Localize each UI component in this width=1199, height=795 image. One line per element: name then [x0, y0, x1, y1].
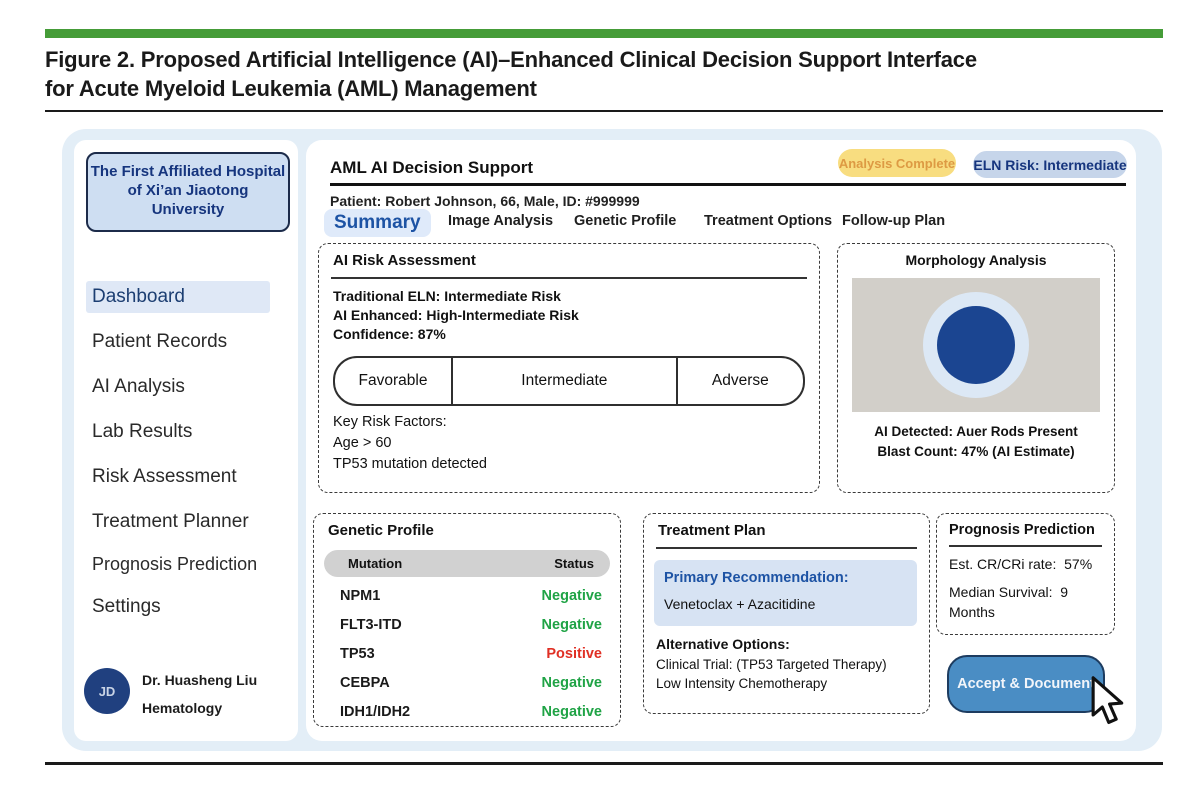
sidebar-item-patient-records[interactable]: Patient Records — [92, 331, 228, 352]
key-risk-factors-label: Key Risk Factors: — [333, 414, 447, 430]
mutation-status: Positive — [546, 646, 602, 662]
alternative-option-low-intensity: Low Intensity Chemotherapy — [656, 676, 828, 691]
sidebar-item-settings[interactable]: Settings — [92, 596, 161, 617]
risk-scale-favorable: Favorable — [358, 372, 428, 389]
treatment-plan-title-rule — [656, 547, 917, 549]
table-row: CEBPA Negative — [314, 675, 620, 704]
mutation-status: Negative — [541, 704, 602, 720]
primary-recommendation-box: Primary Recommendation: Venetoclax + Aza… — [654, 560, 917, 626]
header-divider — [330, 183, 1126, 186]
risk-scale-intermediate: Intermediate — [451, 358, 678, 404]
mutation-status: Negative — [541, 617, 602, 633]
risk-line-ai-enhanced: AI Enhanced: High-Intermediate Risk — [333, 307, 579, 323]
doctor-department: Hematology — [142, 700, 223, 716]
alternative-option-clinical-trial: Clinical Trial: (TP53 Targeted Therapy) — [656, 657, 887, 672]
mutation-name: FLT3-ITD — [340, 617, 402, 633]
sidebar-item-dashboard[interactable]: Dashboard — [86, 281, 270, 313]
cell-image — [852, 278, 1100, 412]
risk-scale-adverse: Adverse — [711, 372, 769, 389]
accept-document-button[interactable]: Accept & Document — [947, 655, 1105, 713]
genetic-profile-title: Genetic Profile — [328, 522, 434, 539]
tab-treatment-options[interactable]: Treatment Options — [704, 213, 833, 229]
sidebar-item-treatment-planner[interactable]: Treatment Planner — [92, 511, 249, 532]
treatment-plan-panel: Treatment Plan Primary Recommendation: V… — [643, 513, 930, 714]
figure-caption-rule — [45, 110, 1163, 112]
prognosis-panel: Prognosis Prediction Est. CR/CRi rate: 5… — [936, 513, 1115, 635]
primary-recommendation-label: Primary Recommendation: — [664, 570, 849, 586]
sidebar-item-risk-assessment[interactable]: Risk Assessment — [92, 466, 237, 487]
column-mutation: Mutation — [348, 556, 403, 571]
genetic-profile-panel: Genetic Profile Mutation Status NPM1 Neg… — [313, 513, 621, 727]
risk-assessment-title: AI Risk Assessment — [333, 252, 476, 269]
morphology-blast-count: Blast Count: 47% (AI Estimate) — [877, 444, 1075, 459]
cell-nucleus-icon — [937, 306, 1015, 384]
hospital-badge: The First Affiliated Hospital of Xi’an J… — [86, 152, 290, 232]
avatar: JD — [84, 668, 130, 714]
doctor-name: Dr. Huasheng Liu — [142, 672, 258, 688]
figure-caption: Figure 2. Proposed Artificial Intelligen… — [45, 45, 1095, 103]
prognosis-title-rule — [949, 545, 1102, 547]
sidebar — [74, 140, 298, 741]
mutation-name: NPM1 — [340, 588, 381, 604]
mutation-name: CEBPA — [340, 675, 390, 691]
morphology-title: Morphology Analysis — [905, 252, 1047, 268]
morphology-panel: Morphology Analysis AI Detected: Auer Ro… — [837, 243, 1115, 493]
risk-line-traditional: Traditional ELN: Intermediate Risk — [333, 288, 561, 304]
figure-bottom-rule — [45, 762, 1163, 765]
tab-summary[interactable]: Summary — [324, 209, 431, 237]
mutation-name: IDH1/IDH2 — [340, 704, 411, 720]
tab-image-analysis[interactable]: Image Analysis — [448, 213, 554, 229]
risk-scale-bar: Favorable Intermediate Adverse — [333, 356, 805, 406]
risk-assessment-title-rule — [331, 277, 807, 279]
analysis-complete-badge: Analysis Complete — [838, 149, 956, 177]
primary-recommendation-value: Venetoclax + Azacitidine — [664, 596, 816, 612]
figure-top-green-bar — [45, 29, 1163, 38]
prognosis-title: Prognosis Prediction — [949, 522, 1095, 538]
mutation-name: TP53 — [340, 646, 375, 662]
morphology-detected: AI Detected: Auer Rods Present — [874, 424, 1078, 439]
table-row: TP53 Positive — [314, 646, 620, 675]
mutation-status: Negative — [541, 675, 602, 691]
figure-caption-line2: for Acute Myeloid Leukemia (AML) Managem… — [45, 76, 537, 101]
cr-rate: Est. CR/CRi rate: 57% — [949, 556, 1093, 572]
table-row: IDH1/IDH2 Negative — [314, 704, 620, 733]
risk-assessment-panel: AI Risk Assessment Traditional ELN: Inte… — [318, 243, 820, 493]
mutation-status: Negative — [541, 588, 602, 604]
eln-risk-badge: ELN Risk: Intermediate — [973, 151, 1127, 178]
genetic-table-header: Mutation Status — [324, 550, 610, 577]
tab-follow-up-plan[interactable]: Follow-up Plan — [842, 213, 946, 229]
risk-line-confidence: Confidence: 87% — [333, 326, 446, 342]
risk-factor-tp53: TP53 mutation detected — [333, 456, 487, 472]
median-survival: Median Survival: 9 Months — [949, 584, 1072, 620]
sidebar-item-lab-results[interactable]: Lab Results — [92, 421, 193, 442]
treatment-plan-title: Treatment Plan — [658, 522, 766, 539]
column-status: Status — [554, 556, 594, 571]
sidebar-item-ai-analysis[interactable]: AI Analysis — [92, 376, 185, 397]
cell-halo-icon — [923, 292, 1029, 398]
sidebar-item-prognosis-prediction[interactable]: Prognosis Prediction — [92, 554, 258, 574]
table-row: NPM1 Negative — [314, 588, 620, 617]
app-title: AML AI Decision Support — [330, 158, 534, 177]
risk-factor-age: Age > 60 — [333, 435, 392, 451]
tab-genetic-profile[interactable]: Genetic Profile — [574, 213, 677, 229]
table-row: FLT3-ITD Negative — [314, 617, 620, 646]
figure-caption-line1: Figure 2. Proposed Artificial Intelligen… — [45, 47, 977, 72]
alternative-options-label: Alternative Options: — [656, 636, 790, 652]
patient-info: Patient: Robert Johnson, 66, Male, ID: #… — [330, 193, 640, 209]
